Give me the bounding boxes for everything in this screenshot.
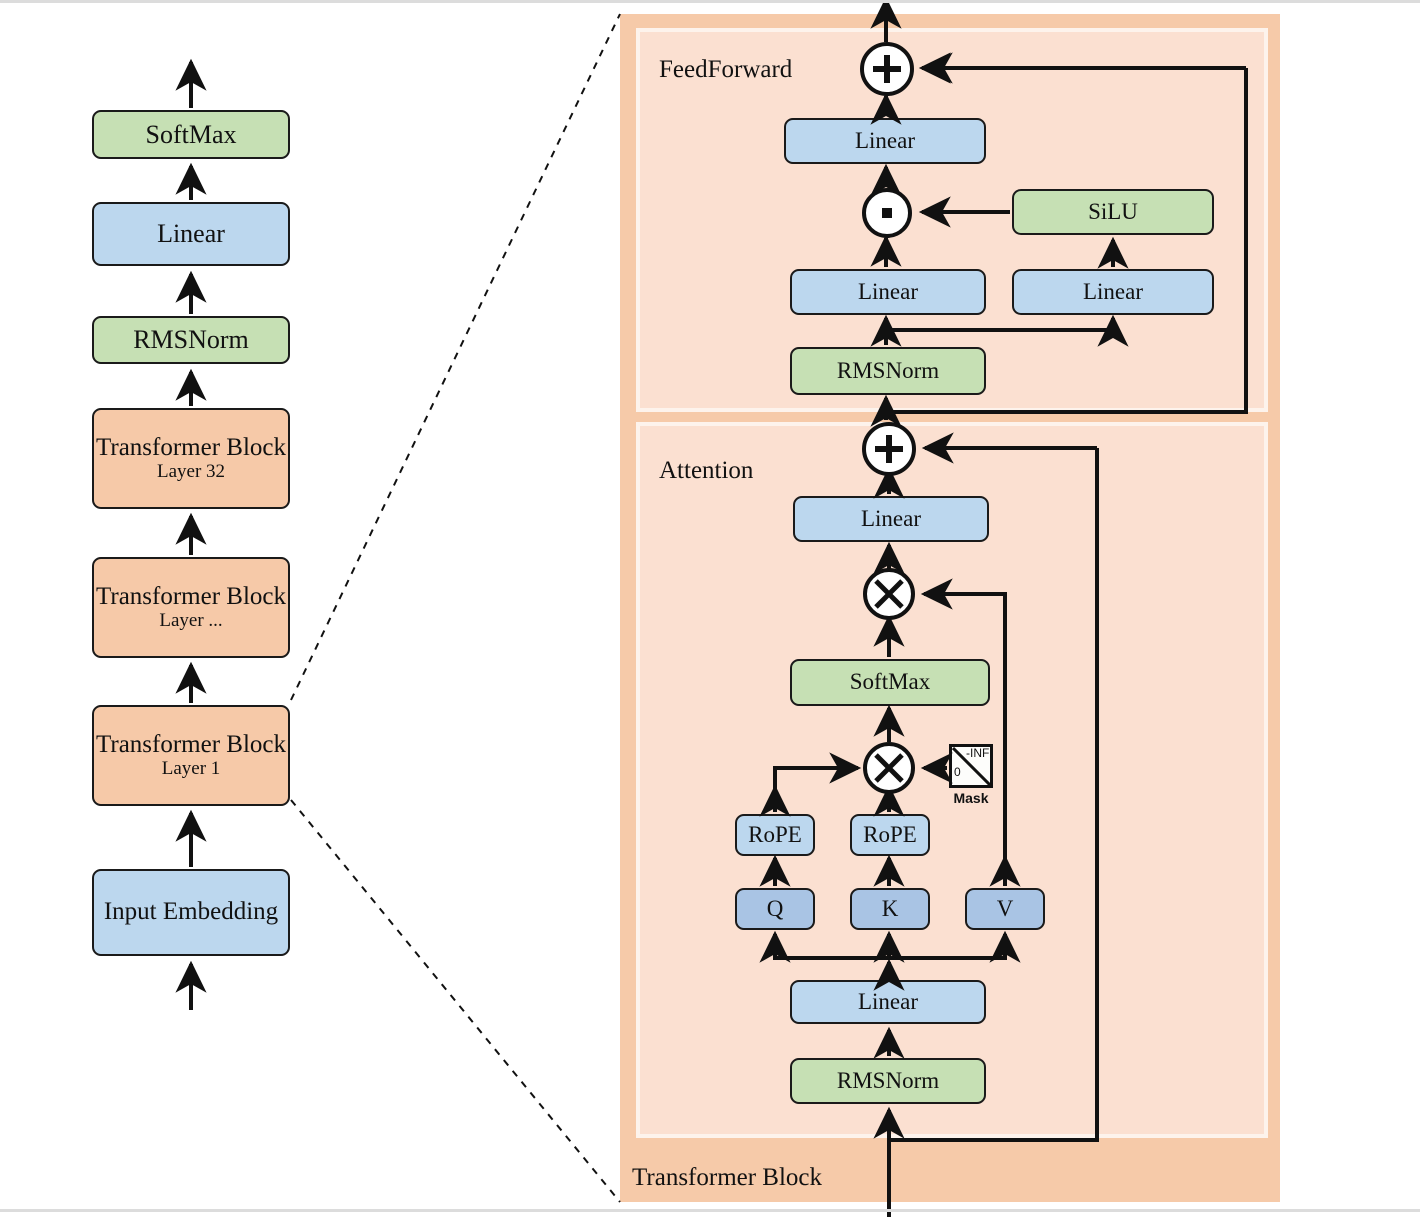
attn-add-op[interactable] bbox=[862, 422, 916, 476]
node-label: RMSNorm bbox=[133, 325, 249, 355]
node-label: Linear bbox=[860, 505, 921, 531]
ff-silu[interactable]: SiLU bbox=[1012, 189, 1214, 235]
node-softmax[interactable]: SoftMax bbox=[92, 110, 290, 159]
node-input-embedding[interactable]: Input Embedding bbox=[92, 869, 290, 956]
attn-rope-k[interactable]: RoPE bbox=[850, 814, 930, 856]
top-rule bbox=[0, 0, 1420, 3]
node-label: SoftMax bbox=[849, 669, 931, 695]
bottom-rule bbox=[0, 1209, 1420, 1212]
ff-linear-gate[interactable]: Linear bbox=[790, 269, 986, 315]
node-label: K bbox=[881, 895, 899, 921]
attn-softmax[interactable]: SoftMax bbox=[790, 659, 990, 706]
node-rmsnorm-final[interactable]: RMSNorm bbox=[92, 316, 290, 364]
node-label: Transformer Block bbox=[95, 582, 287, 610]
node-label: RMSNorm bbox=[836, 357, 940, 383]
attn-linear-in[interactable]: Linear bbox=[790, 980, 986, 1024]
node-label: Transformer Block bbox=[95, 433, 287, 461]
node-label: Linear bbox=[854, 127, 915, 153]
node-sublabel: Layer ... bbox=[159, 610, 223, 632]
node-label: Linear bbox=[857, 278, 918, 304]
node-label: V bbox=[996, 895, 1014, 921]
node-sublabel: Layer 32 bbox=[156, 461, 226, 483]
attn-qk-multiply-op[interactable] bbox=[863, 742, 915, 794]
node-label: Linear bbox=[1082, 278, 1143, 304]
ff-rmsnorm[interactable]: RMSNorm bbox=[790, 347, 986, 395]
node-label: Q bbox=[766, 895, 784, 921]
attn-value-multiply-op[interactable] bbox=[863, 568, 915, 620]
ff-elementwise-multiply-op[interactable] bbox=[862, 188, 912, 238]
mask-caption: Mask bbox=[953, 790, 989, 806]
node-label: SoftMax bbox=[145, 119, 237, 149]
attention-label: Attention bbox=[659, 457, 754, 484]
attn-rmsnorm[interactable]: RMSNorm bbox=[790, 1058, 986, 1104]
ff-linear-out[interactable]: Linear bbox=[784, 118, 986, 164]
node-transformer-block-1[interactable]: Transformer Block Layer 1 bbox=[92, 705, 290, 806]
node-sublabel: Layer 1 bbox=[161, 758, 221, 780]
attn-rope-q[interactable]: RoPE bbox=[735, 814, 815, 856]
node-label: SiLU bbox=[1088, 198, 1138, 224]
node-label: Input Embedding bbox=[103, 898, 279, 926]
transformer-block-outer-label: Transformer Block bbox=[632, 1164, 823, 1191]
node-label: RMSNorm bbox=[836, 1067, 940, 1093]
attn-v[interactable]: V bbox=[965, 888, 1045, 930]
attn-linear-out[interactable]: Linear bbox=[793, 496, 989, 542]
mask-zero-label: 0 bbox=[954, 765, 961, 779]
node-transformer-block-32[interactable]: Transformer Block Layer 32 bbox=[92, 408, 290, 509]
node-label: Linear bbox=[157, 219, 225, 249]
attn-k[interactable]: K bbox=[850, 888, 930, 930]
ff-linear-up[interactable]: Linear bbox=[1012, 269, 1214, 315]
node-label: Transformer Block bbox=[95, 730, 287, 758]
attn-q[interactable]: Q bbox=[735, 888, 815, 930]
node-label: Linear bbox=[857, 988, 918, 1014]
feedforward-label: FeedForward bbox=[659, 56, 793, 83]
node-label: RoPE bbox=[748, 821, 802, 847]
node-label: RoPE bbox=[863, 821, 917, 847]
node-linear-head[interactable]: Linear bbox=[92, 202, 290, 266]
mask-inf-label: -INF bbox=[966, 746, 990, 760]
node-transformer-block-mid[interactable]: Transformer Block Layer ... bbox=[92, 557, 290, 658]
ff-add-op[interactable] bbox=[860, 42, 914, 96]
